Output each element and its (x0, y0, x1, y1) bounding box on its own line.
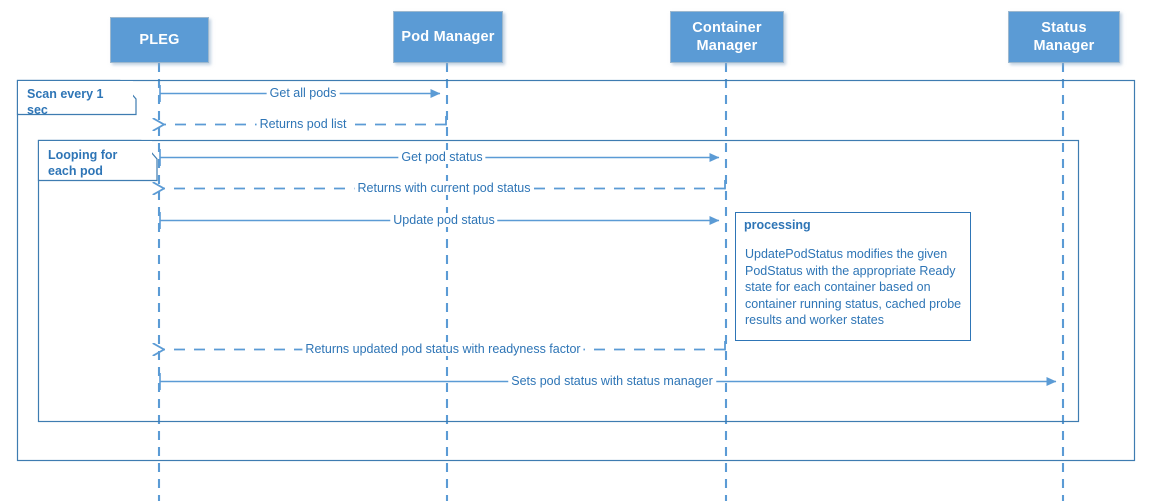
message-label-text: Get all pods (269, 86, 337, 100)
message-label-text: Sets pod status with status manager (511, 374, 713, 388)
message-label-returns-pod-list: Returns pod list (256, 117, 350, 131)
message-label-text: Update pod status (393, 213, 495, 227)
note-title: processing (744, 218, 811, 232)
fragment-label-scan-loop: Scan every 1 sec (18, 81, 133, 117)
message-label-returns-current-pod-status: Returns with current pod status (354, 181, 534, 195)
message-label-text: Returns pod list (259, 117, 347, 131)
message-label-update-pod-status: Update pod status (390, 213, 498, 227)
participant-pod-manager[interactable]: Pod Manager (393, 11, 503, 63)
fragment-label-pod-loop-text: Looping for each pod (48, 148, 118, 178)
participant-pleg-label: PLEG (139, 32, 180, 48)
message-label-returns-updated-pod-status: Returns updated pod status with readynes… (302, 342, 584, 356)
message-label-get-all-pods: Get all pods (266, 86, 340, 100)
message-label-text: Get pod status (401, 150, 483, 164)
message-label-sets-pod-status: Sets pod status with status manager (508, 374, 716, 388)
fragment-label-pod-loop: Looping for each pod (39, 141, 152, 179)
participant-pod-manager-label: Pod Manager (401, 29, 495, 45)
lifelines-group (157, 63, 1065, 501)
participant-status-manager[interactable]: Status Manager (1008, 11, 1120, 63)
participant-container-manager[interactable]: Container Manager (670, 11, 784, 63)
fragment-frame-scan-loop (16, 79, 1136, 462)
fragment-frame-pod-loop (37, 139, 1080, 423)
participant-container-manager-label: Container Manager (692, 20, 762, 54)
note-body: UpdatePodStatus modifies the given PodSt… (745, 247, 962, 327)
participant-pleg[interactable]: PLEG (110, 17, 209, 63)
fragment-label-scan-loop-text: Scan every 1 sec (27, 87, 104, 117)
message-label-text: Returns with current pod status (357, 181, 531, 195)
participant-status-manager-label: Status Manager (1033, 20, 1095, 54)
note-processing: processing UpdatePodStatus modifies the … (735, 212, 971, 341)
message-label-text: Returns updated pod status with readynes… (305, 342, 581, 356)
message-label-get-pod-status: Get pod status (398, 150, 486, 164)
